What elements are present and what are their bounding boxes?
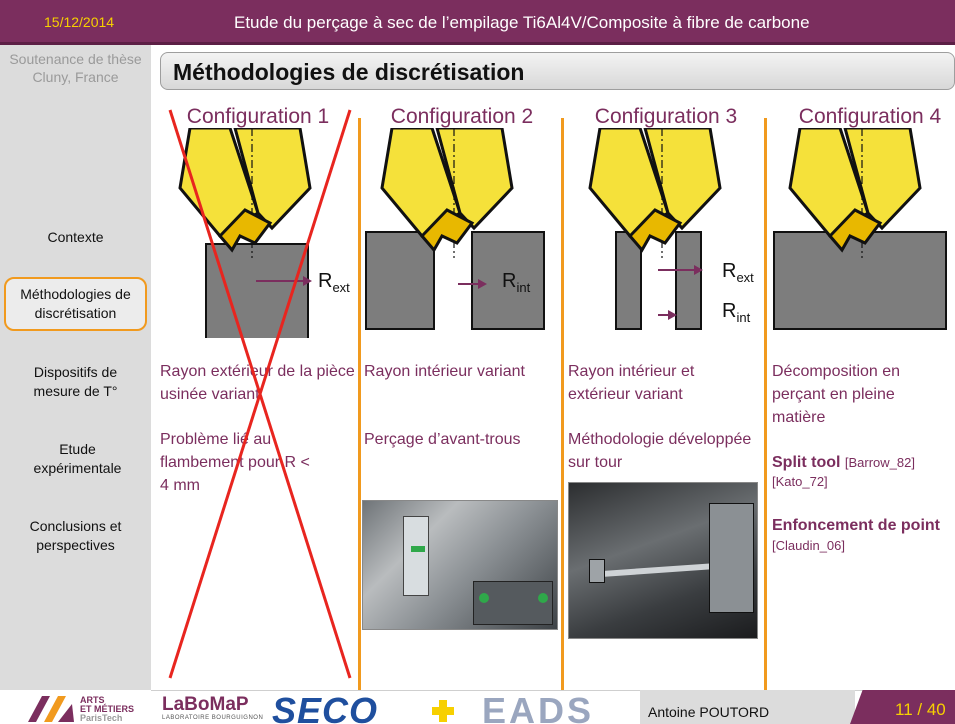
presentation-title: Etude du perçage à sec de l’empilage Ti6… <box>234 13 810 32</box>
config-heading: Configuration 4 <box>798 105 942 128</box>
author-name: Antoine POUTORD <box>648 704 770 720</box>
reference-claudin: [Claudin_06] <box>772 538 845 553</box>
reference-kato: [Kato_72] <box>772 474 828 489</box>
eads-logo: EADS <box>482 690 595 724</box>
config-column-4: Configuration 4 Décomposition en perçant… <box>770 100 955 700</box>
column-divider <box>764 118 767 700</box>
nav-item-conclusions[interactable]: Conclusions et perspectives <box>29 518 122 553</box>
config-description: Décomposition en perçant en pleine matiè… <box>772 363 901 426</box>
column-divider <box>358 118 361 700</box>
drill-diagram <box>365 128 545 330</box>
footer <box>0 690 955 724</box>
slide-title-box: Méthodologies de discrétisation <box>160 52 955 90</box>
drill-diagram <box>178 128 312 338</box>
thesis-info: Soutenance de thèse Cluny, France <box>9 51 142 85</box>
nav-item-contexte[interactable]: Contexte <box>47 229 104 245</box>
split-tool-label: Split tool [Barrow_82] <box>772 454 915 471</box>
labomap-logo: LaBoMaP <box>162 694 249 715</box>
drilling-machine-photo <box>362 500 558 630</box>
arts-et-metiers-logo-icon <box>28 696 74 722</box>
radius-label: Rint <box>502 270 531 295</box>
config-note: Méthodologie développée sur tour <box>568 431 752 471</box>
config-column-3: Configuration 3 Rext Rint Rayon intérieu… <box>566 100 766 700</box>
config-description: Rayon intérieur variant <box>364 363 525 380</box>
lathe-photo <box>568 482 758 639</box>
radius-int-label: Rint <box>722 300 751 325</box>
point-penetration-label: Enfoncement de point <box>772 517 940 534</box>
labomap-logo-subtitle: LABORATOIRE BOURGUIGNON <box>162 715 264 721</box>
config-description: Rayon intérieur et extérieur variant <box>568 363 695 403</box>
presentation-date: 15/12/2014 <box>44 14 115 30</box>
config-column-2: Configuration 2 Rint Rayon intérieur var… <box>362 100 562 700</box>
config-heading: Configuration 2 <box>390 105 534 128</box>
nav-item-dispositifs[interactable]: Dispositifs de mesure de T° <box>33 364 118 399</box>
nav-item-methodologies[interactable]: Méthodologies de discrétisation <box>4 277 147 331</box>
drill-diagram <box>588 128 722 330</box>
seco-plus-icon <box>432 700 454 722</box>
radius-ext-label: Rext <box>722 260 754 285</box>
slide-title: Méthodologies de discrétisation <box>173 59 525 85</box>
seco-logo: SECO <box>272 690 379 724</box>
config-heading: Configuration 3 <box>594 105 738 128</box>
header-bar: 15/12/2014 Etude du perçage à sec de l’e… <box>0 0 955 45</box>
arts-et-metiers-logo-text: ARTS ET MÉTIERS ParisTech <box>80 695 135 723</box>
drill-diagram <box>773 128 947 330</box>
config-note: Perçage d’avant-trous <box>364 431 521 448</box>
radius-label: Rext <box>318 270 350 295</box>
config-column-1: Configuration 1 Rext Rayon extérieur de … <box>158 100 358 700</box>
sidebar: Soutenance de thèse Cluny, France Contex… <box>0 45 151 724</box>
nav-item-etude[interactable]: Etude expérimentale <box>33 441 122 476</box>
config-description: Rayon extérieur de la pièce usinée varia… <box>160 363 355 403</box>
column-divider <box>561 118 564 700</box>
config-heading: Configuration 1 <box>186 105 330 128</box>
page-number: 11 / 40 <box>895 700 946 719</box>
cross-out-mark <box>168 109 352 679</box>
